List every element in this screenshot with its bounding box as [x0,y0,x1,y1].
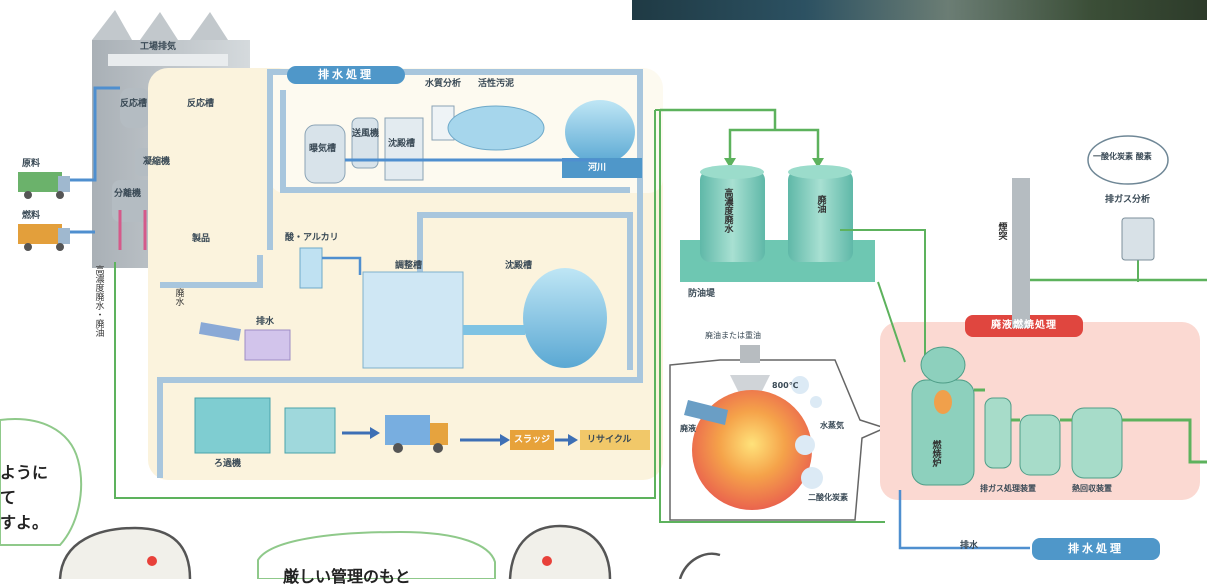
filter-press-label: ろ過機 [214,459,242,469]
river-label: 河川 [588,163,607,173]
left-bubble-line1: ように [0,463,49,482]
steam-label: 水蒸気 [820,421,844,430]
wastewater-vertical-label: 廃水 [173,288,184,306]
scrubber-label: 排ガス処理装置 [980,484,1036,493]
water-analysis-label: 水質分析 [425,79,462,89]
incineration-title: 廃液燃焼処理 [991,320,1057,331]
high-concentration-tank-label: 高濃度廃水 [722,188,733,233]
wastewater-title: 排水処理 [287,66,405,84]
left-bubble-line2: て [0,488,17,507]
co2-label: 二酸化炭素 [808,493,848,502]
co2-cloud-label: 一酸化炭素 酸素 [1093,152,1152,161]
chimney-label: 煙突 [996,222,1007,240]
left-bubble-line3: すよ。 [0,513,49,532]
reaction-tank-2-label: 反応槽 [187,99,215,109]
truck-fuel [18,224,70,251]
incinerator-label: 燃焼炉 [930,440,941,467]
blower-label: 送風機 [352,129,380,139]
aeration-tank-label: 曝気槽 [309,144,337,154]
acid-alkali-label: 酸・アルカリ [285,233,339,243]
activated-sludge-label: 活性汚泥 [478,79,515,89]
truck-sludge [385,415,448,453]
temperature-label: 800℃ [772,381,799,390]
factory-title: 工場排気 [140,42,177,52]
waste-oil-tank-label: 廃油 [815,195,826,213]
wastewater-treatment-button: 排水処理 [1068,542,1124,555]
recycle-label: リサイクル [587,435,632,445]
fuel-note-label: 廃油または重油 [705,331,761,340]
raw-material-label: 原料 [22,159,41,169]
product-label: 製品 [192,234,211,244]
high-concentration-note: 高濃度廃水・廃油 [93,265,104,337]
middle-bubble-text: 厳しい管理のもと [283,567,411,586]
separator-label: 分離機 [114,189,142,199]
heat-recovery-label: 熱回収装置 [1072,484,1112,493]
waste-liquid-label: 廃液 [680,424,696,433]
drain-label: 排水 [256,317,275,327]
fuel-label: 燃料 [22,211,41,221]
sludge-label: スラッジ [514,435,551,445]
truck-raw [18,172,70,199]
dike-label: 防油堤 [688,289,716,299]
photo-banner [632,0,1207,20]
evaporator-label: 凝縮機 [143,157,171,167]
adjustment-tank-label: 調整槽 [395,261,423,271]
settling-tank-label: 沈殿槽 [505,261,533,271]
reaction-tank-1-label: 反応槽 [120,99,148,109]
gas-analysis-label: 排ガス分析 [1105,195,1151,205]
drain-label-right: 排水 [960,541,979,551]
sedimentation-label: 沈殿槽 [388,139,416,149]
